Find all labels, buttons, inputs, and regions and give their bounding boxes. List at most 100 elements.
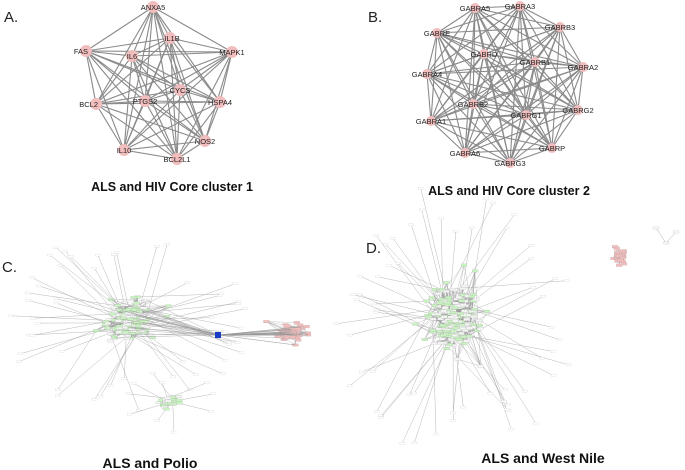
panel-a-edge bbox=[169, 37, 233, 53]
panel-b-node-label: GABRG2 bbox=[562, 106, 593, 115]
panel-b-edge bbox=[464, 5, 521, 154]
panel-c-node bbox=[193, 373, 199, 376]
panel-d-node bbox=[552, 277, 558, 280]
panel-a-node-label: HSPA4 bbox=[208, 98, 232, 107]
panel-b-node bbox=[505, 158, 515, 168]
panel-c-node bbox=[130, 382, 137, 385]
panel-b-node-label: GABRP bbox=[539, 144, 565, 153]
panel-d-edge bbox=[474, 271, 481, 367]
panel-d-letter: D. bbox=[366, 240, 381, 257]
panel-d-node bbox=[458, 331, 465, 335]
panel-a-node bbox=[214, 96, 226, 108]
panel-c-node bbox=[95, 253, 101, 257]
panel-d: D. ALS and West Nile bbox=[333, 187, 680, 466]
panel-b-edge bbox=[577, 66, 584, 111]
panel-d-node bbox=[460, 405, 466, 409]
panel-c-edge bbox=[29, 329, 122, 336]
panel-c-node bbox=[159, 381, 165, 384]
panel-d-node bbox=[431, 342, 438, 345]
panel-c-node bbox=[209, 316, 215, 319]
panel-c-edge bbox=[217, 326, 303, 336]
panel-d-edge bbox=[665, 231, 677, 244]
panel-d-node bbox=[370, 370, 376, 373]
panel-d-node bbox=[440, 333, 447, 337]
panel-d-node bbox=[617, 258, 624, 262]
panel-c-node bbox=[62, 250, 68, 253]
panel-d-node bbox=[450, 329, 457, 333]
panel-a-edge bbox=[123, 100, 146, 151]
panel-c-node bbox=[16, 360, 22, 363]
panel-d-edge bbox=[453, 331, 569, 365]
panel-c-edge bbox=[31, 277, 127, 324]
panel-c-node bbox=[222, 359, 228, 362]
panel-d-node bbox=[390, 237, 396, 240]
panel-d-node bbox=[466, 334, 473, 338]
panel-b-edge bbox=[519, 5, 584, 68]
panel-d-node bbox=[436, 301, 443, 305]
panel-c-edge bbox=[19, 313, 135, 362]
panel-d-node bbox=[438, 298, 445, 301]
panel-d-node bbox=[470, 323, 477, 326]
panel-c-node bbox=[124, 336, 131, 340]
panel-d-node bbox=[470, 293, 477, 296]
panel-b-edge bbox=[464, 114, 527, 154]
panel-b-edge bbox=[472, 103, 527, 116]
square-hub-node-icon bbox=[215, 332, 221, 338]
panel-c-node bbox=[204, 381, 210, 384]
panel-c-node bbox=[36, 284, 42, 288]
panel-d-node bbox=[476, 324, 483, 327]
panel-a-node-label: IL1B bbox=[164, 34, 179, 43]
panel-b-node-label: GABRA5 bbox=[460, 4, 490, 13]
panel-d-node bbox=[615, 254, 623, 258]
panel-d-edge bbox=[444, 258, 532, 322]
panel-d-node bbox=[442, 330, 450, 333]
panel-b-edge bbox=[430, 120, 511, 164]
panel-b-edge bbox=[430, 120, 466, 154]
panel-b-node bbox=[422, 69, 432, 79]
panel-a-node bbox=[171, 153, 183, 165]
panel-c-edge bbox=[136, 303, 230, 345]
panel-d-node bbox=[453, 229, 459, 233]
panel-a-edge bbox=[95, 101, 221, 105]
panel-b-edge bbox=[426, 53, 485, 75]
panel-b-edge bbox=[474, 7, 527, 116]
panel-c-node bbox=[104, 321, 111, 325]
panel-a-edge bbox=[131, 55, 221, 103]
panel-d-edge bbox=[349, 318, 434, 387]
panel-b-edge bbox=[525, 114, 553, 149]
panel-c-node bbox=[108, 298, 115, 301]
panel-a-node bbox=[174, 84, 186, 96]
panel-c-node bbox=[147, 333, 154, 337]
panel-b-edge bbox=[464, 103, 474, 154]
panel-a-edge bbox=[123, 149, 178, 160]
panel-a-node bbox=[126, 50, 138, 62]
panel-d-node bbox=[438, 288, 446, 292]
panel-c-edge bbox=[146, 300, 219, 336]
panel-b-edge bbox=[474, 7, 561, 28]
panel-c-node bbox=[109, 312, 116, 316]
panel-c-node bbox=[125, 323, 132, 326]
panel-c-node bbox=[295, 338, 302, 342]
panel-a-node-label: BCL2 bbox=[79, 100, 98, 109]
panel-d-node bbox=[357, 275, 363, 278]
panel-b-edge bbox=[559, 26, 579, 111]
panel-a-edge bbox=[123, 101, 221, 151]
panel-d-edge bbox=[397, 263, 444, 311]
panel-b-edge bbox=[430, 61, 536, 122]
panel-d-node bbox=[423, 299, 430, 303]
panel-b-node bbox=[479, 49, 489, 59]
panel-b-edge bbox=[559, 26, 584, 68]
panel-d-node bbox=[455, 295, 462, 299]
panel-b-node-label: GABRD bbox=[471, 50, 498, 59]
panel-c-node bbox=[114, 304, 121, 307]
panel-d-node bbox=[443, 347, 450, 351]
panel-d-node bbox=[446, 343, 454, 346]
panel-c-edge bbox=[20, 322, 130, 354]
panel-a-node bbox=[118, 144, 130, 156]
panel-c-node bbox=[29, 334, 35, 337]
panel-d-node bbox=[418, 187, 424, 190]
panel-c-node bbox=[170, 375, 176, 378]
panel-c-node bbox=[121, 377, 127, 380]
panel-c-node bbox=[53, 301, 60, 305]
panel-a-edge bbox=[85, 50, 178, 160]
